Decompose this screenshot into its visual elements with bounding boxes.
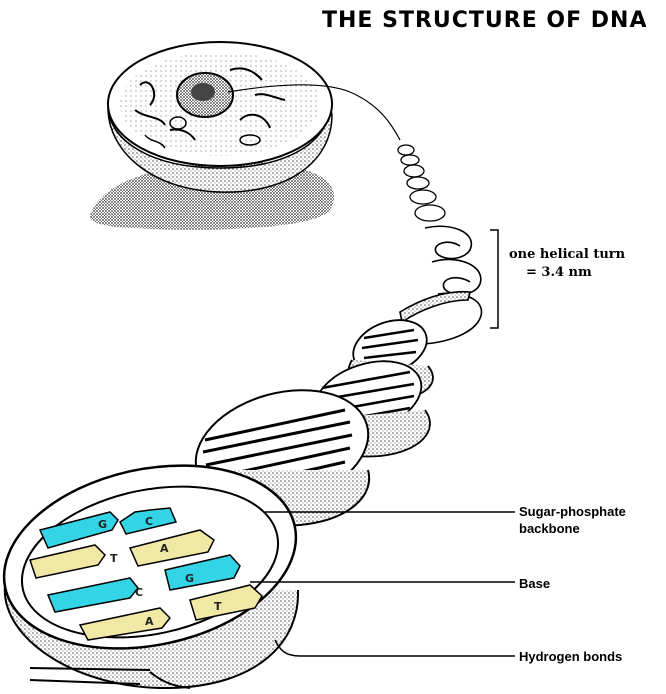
helical-turn-line1: one helical turn <box>509 247 625 262</box>
dna-coils <box>398 145 445 221</box>
cell <box>108 42 332 192</box>
base-label: Base <box>519 575 666 592</box>
page-title: THE STRUCTURE OF DNA <box>322 8 662 38</box>
base-letter-a2: A <box>145 615 154 628</box>
backbone-label: Sugar-phosphate backbone <box>519 503 666 537</box>
base-letter-t: T <box>110 552 118 565</box>
helical-turn-line2: = 3.4 nm <box>509 264 659 282</box>
base-letter-t2: T <box>214 600 222 613</box>
base-letter-g2: G <box>185 572 194 585</box>
helical-turn-bracket <box>490 230 498 328</box>
base-letter-c: C <box>145 515 153 528</box>
hydrogen-bonds-label: Hydrogen bonds <box>519 648 666 665</box>
base-letter-a: A <box>160 542 169 555</box>
base-letter-c2: C <box>135 586 143 599</box>
base-letter-g: G <box>98 518 107 531</box>
helical-turn-label: one helical turn = 3.4 nm <box>509 246 659 282</box>
